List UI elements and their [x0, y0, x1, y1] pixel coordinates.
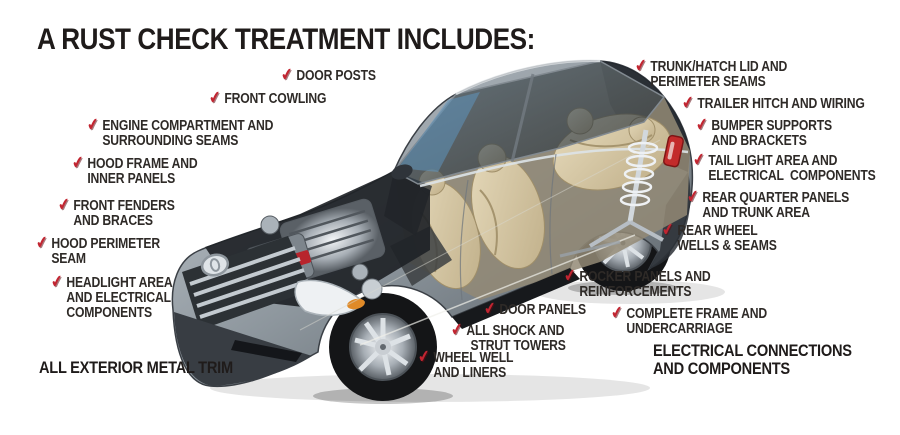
beltline — [419, 147, 689, 188]
check-icon: ✔ — [449, 319, 465, 341]
bumper-intake — [231, 340, 302, 362]
label-rocker-panels: ✔ ROCKER PANELS AND REINFORCEMENTS — [562, 265, 711, 300]
check-icon: ✔ — [633, 55, 649, 77]
front-grille — [182, 236, 312, 330]
label-front-cowling: ✔ FRONT COWLING — [207, 87, 327, 109]
check-icon: ✔ — [49, 271, 65, 293]
check-icon: ✔ — [691, 149, 707, 171]
check-icon: ✔ — [85, 114, 101, 136]
label-hood-frame: ✔ HOOD FRAME AND INNER PANELS — [70, 152, 198, 187]
door-cut-rear — [549, 153, 557, 275]
check-icon: ✔ — [70, 152, 86, 174]
roof-highlight — [455, 59, 601, 96]
label-complete-frame: ✔ COMPLETE FRAME AND UNDERCARRIAGE — [609, 302, 767, 337]
check-icon: ✔ — [685, 186, 701, 208]
label-trunk-hatch-lid: ✔ TRUNK/HATCH LID AND PERIMETER SEAMS — [633, 55, 788, 90]
b-pillar — [510, 73, 535, 163]
check-icon: ✔ — [56, 194, 72, 216]
label-shock-strut-towers: ✔ ALL SHOCK AND STRUT TOWERS — [449, 319, 566, 354]
brake-line — [299, 139, 661, 331]
front-wheel — [329, 293, 437, 401]
label-rear-wheel-wells: ✔ REAR WHEEL WELLS & SEAMS — [660, 219, 777, 254]
turn-signal — [347, 298, 365, 310]
check-icon: ✔ — [416, 346, 432, 368]
label-headlight-area: ✔ HEADLIGHT AREA AND ELECTRICAL COMPONEN… — [49, 271, 173, 321]
label-rear-quarter-panels: ✔ REAR QUARTER PANELS AND TRUNK AREA — [685, 186, 850, 221]
side-mirror — [391, 164, 413, 180]
windshield — [398, 92, 480, 172]
check-icon: ✔ — [279, 64, 295, 86]
frame-rail — [359, 234, 636, 346]
brand-emblem — [200, 253, 230, 277]
door-cut-front — [459, 179, 469, 301]
label-tail-light-area: ✔ TAIL LIGHT AREA AND ELECTRICAL COMPONE… — [691, 149, 876, 184]
rocker-panel — [452, 268, 580, 329]
greenhouse-glass — [392, 60, 666, 185]
label-door-posts: ✔ DOOR POSTS — [279, 64, 376, 86]
page-title: A RUST CHECK TREATMENT INCLUDES: — [37, 23, 535, 56]
check-icon: ✔ — [694, 114, 710, 136]
label-trailer-hitch: ✔ TRAILER HITCH AND WIRING — [680, 92, 865, 114]
label-hood-perimeter: ✔ HOOD PERIMETER SEAM — [34, 232, 160, 267]
label-wheel-well: ✔ WHEEL WELL AND LINERS — [416, 346, 514, 381]
check-icon: ✔ — [34, 232, 50, 254]
check-icon: ✔ — [609, 302, 625, 324]
check-icon: ✔ — [562, 265, 578, 287]
check-icon: ✔ — [207, 87, 223, 109]
rear-suspension — [559, 129, 664, 258]
label-door-panels: ✔ DOOR PANELS — [482, 298, 586, 320]
check-icon: ✔ — [680, 92, 696, 114]
label-bumper-supports: ✔ BUMPER SUPPORTS AND BRACKETS — [694, 114, 832, 149]
label-front-fenders: ✔ FRONT FENDERS AND BRACES — [56, 194, 175, 229]
label-all-exterior-metal-trim: ALL EXTERIOR METAL TRIM — [39, 358, 233, 377]
label-engine-compartment: ✔ ENGINE COMPARTMENT AND SURROUNDING SEA… — [85, 114, 274, 149]
check-icon: ✔ — [482, 298, 498, 320]
check-icon: ✔ — [660, 219, 676, 241]
label-electrical-connections: ELECTRICAL CONNECTIONS AND COMPONENTS — [653, 341, 852, 378]
headlight — [294, 279, 366, 317]
